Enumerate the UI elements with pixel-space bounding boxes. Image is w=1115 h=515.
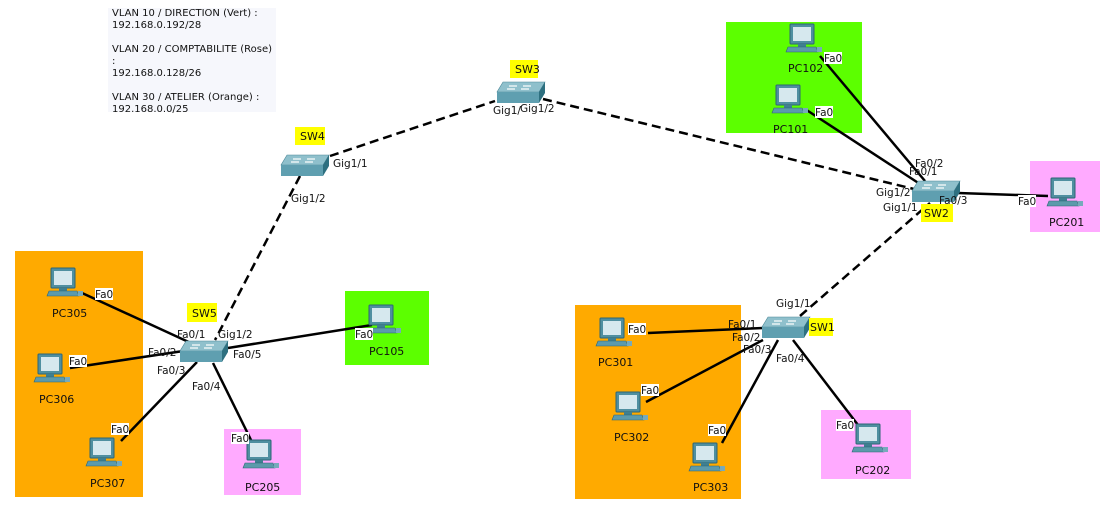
legend-vlan30: VLAN 30 / ATELIER (Orange) :192.168.0.0/… (112, 92, 260, 115)
vlan-legend: VLAN 10 / DIRECTION (Vert) :192.168.0.19… (108, 8, 276, 115)
svg-text:Fa0: Fa0 (836, 420, 854, 432)
pc-label: PC301 (598, 356, 633, 369)
link-sw1-sw2[interactable] (799, 202, 931, 317)
pc-label: PC101 (773, 123, 808, 136)
pc-label: PC303 (693, 481, 728, 494)
svg-text:Gig1/2: Gig1/2 (291, 193, 326, 205)
svg-text:SW4: SW4 (300, 130, 325, 143)
svg-text:Fa0: Fa0 (824, 53, 842, 65)
switch-sw1-icon[interactable] (761, 316, 811, 339)
switch-label-sw5: SW5 (187, 303, 217, 322)
svg-text:Fa0: Fa0 (628, 324, 646, 336)
svg-text:Fa0/5: Fa0/5 (233, 349, 261, 361)
svg-text:Gig1/2: Gig1/2 (520, 103, 555, 115)
link-pc102-sw2[interactable] (819, 55, 926, 182)
link-pc101-sw2[interactable] (804, 107, 924, 188)
svg-text:Fa0/2: Fa0/2 (148, 347, 176, 359)
svg-text:Fa0/1: Fa0/1 (177, 329, 205, 341)
svg-text:SW3: SW3 (515, 63, 540, 76)
switch-label-sw4: SW4 (295, 127, 325, 145)
svg-text:Fa0: Fa0 (815, 107, 833, 119)
pc-label: PC307 (90, 477, 125, 490)
svg-text:Gig1/2: Gig1/2 (218, 329, 253, 341)
link-sw4-sw5[interactable] (213, 175, 302, 341)
pc-port-labels: Fa0 Fa0 Fa0 Fa0 Fa0 Fa0 Fa0 Fa0 Fa0 Fa0 … (69, 52, 1036, 445)
pc-label: PC105 (369, 345, 404, 358)
svg-text:SW2: SW2 (924, 207, 949, 220)
switch-sw4-icon[interactable] (280, 154, 330, 177)
svg-text:Fa0/2: Fa0/2 (732, 332, 760, 344)
switch-label-sw3: SW3 (510, 60, 540, 78)
link-sw5-pc105[interactable] (227, 323, 373, 350)
pc-label: PC205 (245, 481, 280, 494)
legend-vlan10: VLAN 10 / DIRECTION (Vert) :192.168.0.19… (112, 8, 258, 31)
svg-text:Fa0/1: Fa0/1 (909, 166, 937, 178)
svg-text:Fa0: Fa0 (111, 424, 129, 436)
link-sw1-pc202[interactable] (792, 339, 859, 426)
svg-text:Fa0/3: Fa0/3 (743, 344, 771, 356)
svg-text:Fa0/1: Fa0/1 (728, 319, 756, 331)
zone-vlan30-left (15, 251, 143, 497)
switch-sw3-icon[interactable] (496, 81, 546, 104)
svg-text:Gig1/1: Gig1/1 (776, 298, 811, 310)
switch-label-sw1: SW1 (809, 318, 835, 336)
svg-text:Fa0: Fa0 (1018, 196, 1036, 208)
legend-vlan20: VLAN 20 / COMPTABILITE (Rose) :192.168.0… (112, 44, 272, 79)
link-pc301-sw1[interactable] (647, 326, 764, 335)
pc-label: PC302 (614, 431, 649, 444)
svg-text:Gig1/1: Gig1/1 (333, 158, 368, 170)
link-pc307-sw5[interactable] (120, 361, 198, 442)
svg-text:Gig1/: Gig1/ (493, 105, 521, 117)
pc-label: PC102 (788, 62, 823, 75)
svg-text:Fa0: Fa0 (231, 433, 249, 445)
pc-label: PC202 (855, 464, 890, 477)
switch-port-labels: Gig1/ Gig1/2 Gig1/1 Gig1/2 Fa0/2 Fa0/1 G… (148, 103, 967, 393)
svg-text:Fa0/4: Fa0/4 (192, 381, 221, 393)
svg-text:Gig1/1: Gig1/1 (883, 202, 918, 214)
link-pc303-sw1[interactable] (720, 339, 780, 444)
svg-text:Gig1/2: Gig1/2 (876, 187, 911, 199)
svg-text:Fa0: Fa0 (641, 385, 659, 397)
svg-text:Fa0: Fa0 (708, 425, 726, 437)
pc-label: PC306 (39, 393, 74, 406)
svg-text:Fa0/3: Fa0/3 (157, 365, 185, 377)
svg-text:Fa0/3: Fa0/3 (939, 195, 967, 207)
svg-text:Fa0: Fa0 (95, 289, 113, 301)
svg-text:Fa0: Fa0 (69, 356, 87, 368)
link-pc302-sw1[interactable] (645, 338, 764, 404)
svg-text:Fa0/4: Fa0/4 (776, 353, 805, 365)
svg-text:Fa0: Fa0 (355, 329, 373, 341)
pc-label: PC305 (52, 307, 87, 320)
link-pc306-sw5[interactable] (69, 348, 191, 370)
link-pc305-sw5[interactable] (81, 291, 194, 346)
svg-text:SW5: SW5 (192, 307, 217, 320)
pc-label: PC201 (1049, 216, 1084, 229)
switch-label-sw2: SW2 (921, 204, 953, 222)
switch-sw5-icon[interactable] (179, 340, 229, 363)
svg-text:Fa0/2: Fa0/2 (915, 158, 943, 170)
link-sw5-pc205[interactable] (211, 362, 254, 443)
link-sw4-sw3[interactable] (329, 99, 496, 158)
link-sw3-sw2[interactable] (542, 97, 919, 192)
svg-text:SW1: SW1 (810, 321, 835, 334)
